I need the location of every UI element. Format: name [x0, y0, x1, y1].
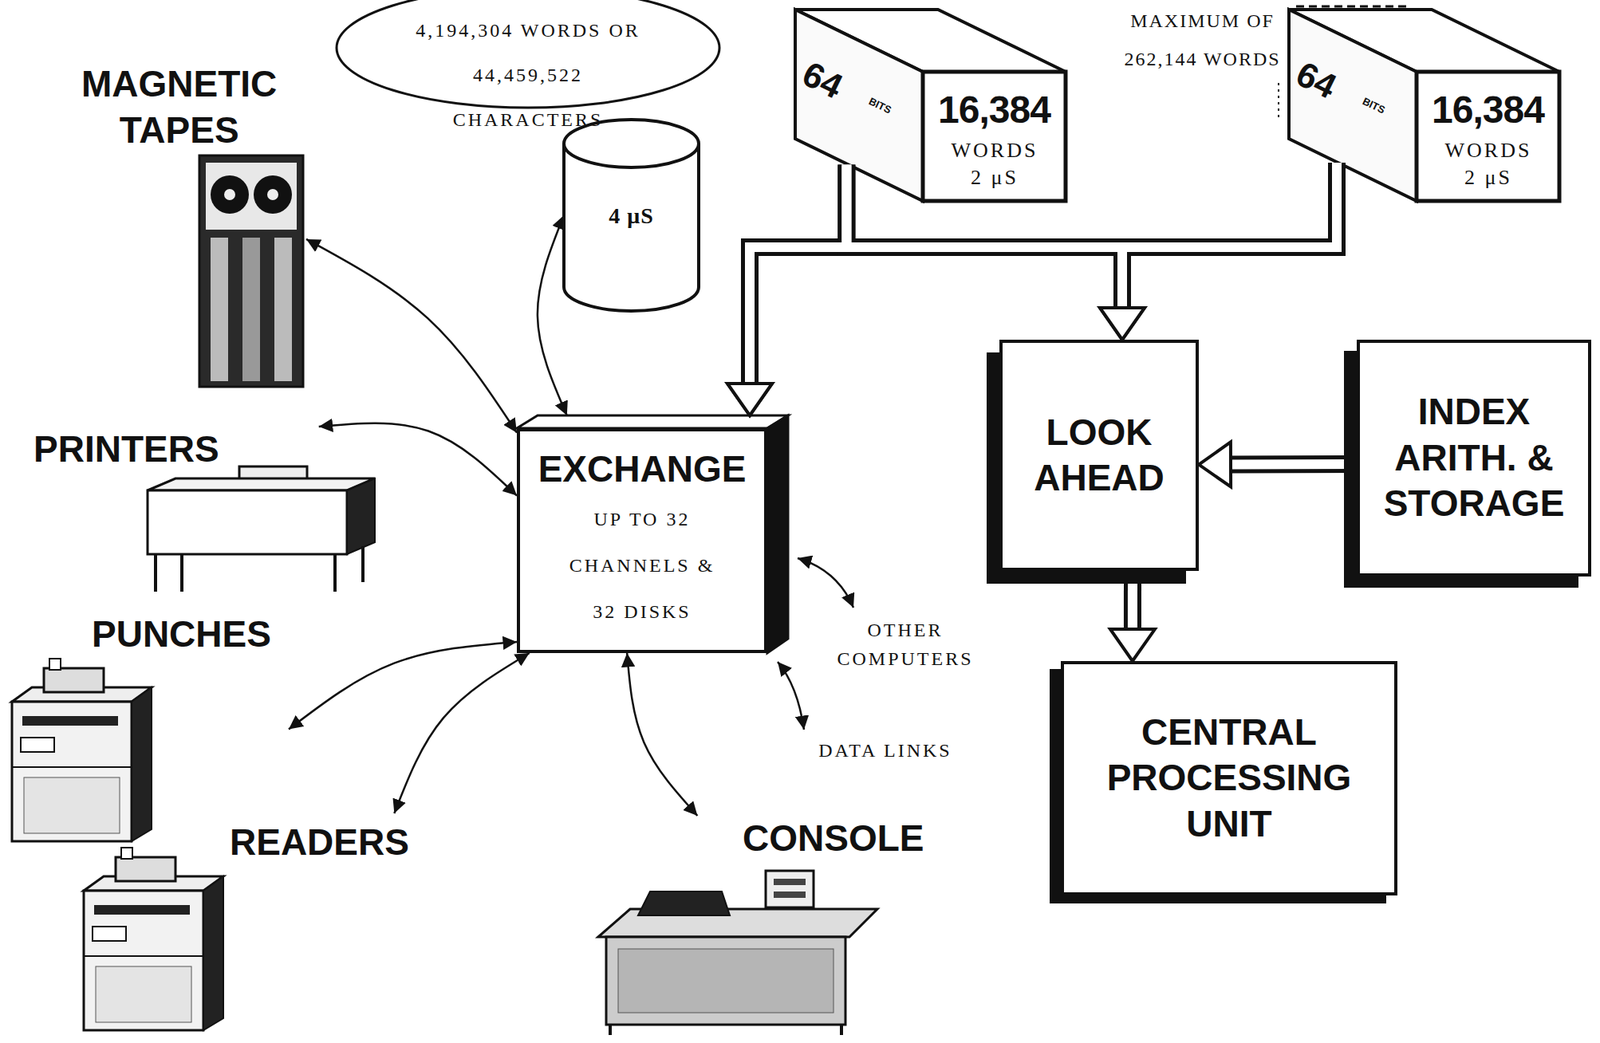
node-title: CENTRAL PROCESSING UNIT — [1107, 709, 1352, 848]
card-reader — [83, 847, 224, 1031]
node-title: LOOK AHEAD — [1033, 409, 1165, 502]
node-title: 64 — [797, 55, 871, 116]
tape-unit: MAGNETIC TAPES — [81, 61, 307, 388]
node-text: 16,384 — [922, 89, 1066, 132]
callout-oval — [336, 0, 720, 108]
hollow-arrowhead — [727, 383, 773, 416]
note-label: MAXIMUM OF 262,144 WORDS — [1120, 1, 1285, 79]
node-text: BITS — [1360, 95, 1402, 123]
bus-arrow — [1122, 162, 1337, 308]
bus-channel — [1230, 459, 1357, 470]
bus-channel — [1127, 571, 1138, 630]
node-title: EXCHANGE — [538, 446, 747, 493]
note-label: OTHER COMPUTERS — [833, 615, 978, 674]
card-punch — [11, 658, 152, 842]
node-title: 4,194,304 WORDS OR 44,459,522 CHARACTERS — [400, 7, 656, 142]
hollow-arrowhead — [1110, 629, 1155, 662]
node-text: 16,384 — [1416, 89, 1560, 132]
node-text: BITS — [866, 95, 908, 123]
hollow-arrowhead — [1099, 307, 1145, 340]
hollow-arrowhead — [1198, 441, 1231, 487]
node-title: MAGNETIC TAPES — [81, 61, 277, 154]
maximum-bracket — [1278, 6, 1408, 120]
disk-drum — [563, 119, 699, 312]
node-text: UP TO 32 CHANNELS & 32 DISKS — [564, 496, 721, 635]
printer — [147, 466, 375, 592]
data-arrow — [288, 642, 517, 730]
console-desk — [598, 870, 878, 1036]
memory-box: 64BITS 16,384WORDS 2 μS — [1288, 9, 1560, 201]
note-label: DATA LINKS — [797, 740, 974, 762]
bus-arrow — [1123, 571, 1142, 630]
data-arrow — [306, 239, 517, 434]
hollow-arrowhead — [1099, 307, 1145, 340]
link-arrow — [777, 662, 804, 730]
data-arrow — [319, 423, 517, 497]
bus-channel — [749, 164, 847, 384]
node-title: CONSOLE — [742, 815, 924, 863]
callout-oval: 4,194,304 WORDS OR 44,459,522 CHARACTERS — [336, 0, 720, 108]
disk-drum: 4 μS — [563, 119, 699, 312]
node-title: 4 μS — [563, 203, 699, 229]
memory-box: 64BITS 16,384WORDS 2 μS — [795, 9, 1066, 201]
node-title: READERS — [229, 819, 410, 867]
bus-channel — [1122, 162, 1337, 308]
node-title: INDEX ARITH. & STORAGE — [1383, 389, 1565, 528]
node-title: PUNCHES — [91, 611, 272, 659]
node-text: WORDS 2 μS — [946, 137, 1043, 192]
link-arrow — [797, 558, 854, 608]
process-box: INDEX ARITH. & STORAGE — [1356, 339, 1592, 577]
node-title: PRINTERS — [33, 426, 220, 473]
node-title: 64 — [1291, 55, 1364, 116]
process-box: CENTRAL PROCESSING UNIT — [1060, 661, 1398, 896]
reader-unit: READERS — [79, 813, 418, 1031]
core-memory-box — [795, 9, 1066, 201]
punch-unit: PUNCHES — [7, 611, 289, 848]
process-box: LOOK AHEAD — [999, 339, 1199, 572]
tape-unit — [199, 155, 304, 387]
bus-arrow — [749, 164, 847, 384]
data-arrow — [394, 653, 529, 814]
bus-arrow — [1230, 455, 1357, 474]
printer-unit: PRINTERS — [33, 426, 378, 595]
exchange-faces — [516, 415, 789, 654]
console-unit: CONSOLE — [595, 815, 937, 1036]
data-arrow — [537, 215, 568, 416]
node-text: WORDS 2 μS — [1440, 137, 1537, 192]
hollow-arrowhead — [727, 383, 773, 416]
exchange-box: EXCHANGEUP TO 32 CHANNELS & 32 DISKS — [516, 428, 768, 654]
data-arrow — [626, 653, 698, 816]
